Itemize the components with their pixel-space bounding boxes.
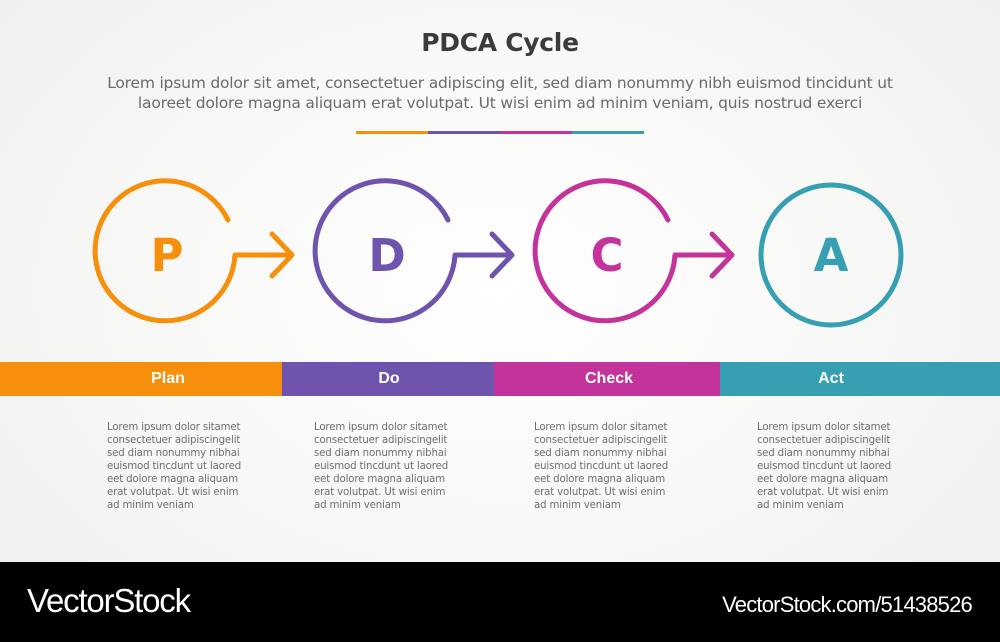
open-circle-arrow-icon [532,178,735,324]
description-act: Lorem ipsum dolor sitamet consectetuer a… [757,421,917,512]
page-title: PDCA Cycle [421,28,579,57]
stage-letter: C [590,229,623,282]
stage-circle-act: A [758,182,904,328]
watermark-footer: VectorStock VectorStock.com/51438526 [0,562,1000,642]
desc-line: Lorem ipsum dolor sitamet [314,422,448,433]
band-label-check: Check [584,370,634,387]
desc-line: eet dolore magna aliquam [757,474,888,485]
desc-line: euismod tincdunt ut laored [534,461,669,472]
subtitle-line-2: laoreet dolore magna aliquam erat volutp… [137,94,863,112]
desc-line: eet dolore magna aliquam [314,474,445,485]
watermark-reference: VectorStock.com/51438526 [722,592,973,617]
desc-line: consectetuer adipiscingelit [534,435,668,446]
desc-line: eet dolore magna aliquam [107,474,238,485]
desc-line: sed diam nonummy nibhai [757,448,890,459]
description-do: Lorem ipsum dolor sitamet consectetuer a… [314,421,474,512]
stage-circle-check: C [532,178,735,324]
desc-line: consectetuer adipiscingelit [757,435,891,446]
subtitle-line-1: Lorem ipsum dolor sit amet, consectetuer… [107,74,893,92]
desc-line: sed diam nonummy nibhai [314,448,447,459]
desc-line: ad minim veniam [107,500,194,511]
stage-letter: D [368,229,405,282]
desc-line: ad minim veniam [757,500,844,511]
underline-segment-plan [356,131,428,134]
stage-letter: A [814,229,849,282]
desc-line: erat volutpat. Ut wisi enim [534,487,666,498]
page-subtitle: Lorem ipsum dolor sit amet, consectetuer… [60,73,940,113]
desc-line: sed diam nonummy nibhai [107,448,240,459]
desc-line: erat volutpat. Ut wisi enim [107,487,239,498]
underline-segment-act [572,131,644,134]
desc-line: erat volutpat. Ut wisi enim [314,487,446,498]
desc-line: eet dolore magna aliquam [534,474,665,485]
band-label-act: Act [818,370,844,387]
description-check: Lorem ipsum dolor sitamet consectetuer a… [534,421,694,512]
closed-circle-icon [758,182,904,328]
desc-line: ad minim veniam [314,500,401,511]
pdca-circles-diagram: P D C A [92,178,904,328]
title-color-underline [356,131,644,134]
band-label-plan: Plan [151,370,185,387]
desc-line: erat volutpat. Ut wisi enim [757,487,889,498]
band-plan: Plan [0,362,282,396]
desc-line: euismod tincdunt ut laored [314,461,449,472]
band-act: Act [720,362,1000,396]
stage-circle-do: D [312,178,515,324]
band-label-do: Do [378,370,400,387]
watermark-brand: VectorStock [27,582,191,619]
band-do: Do [282,362,494,396]
band-check: Check [494,362,720,396]
desc-line: euismod tincdunt ut laored [757,461,892,472]
underline-segment-check [500,131,572,134]
open-circle-arrow-icon [312,178,515,324]
desc-line: Lorem ipsum dolor sitamet [534,422,668,433]
description-plan: Lorem ipsum dolor sitamet consectetuer a… [107,421,267,512]
desc-line: euismod tincdunt ut laored [107,461,242,472]
underline-segment-do [428,131,500,134]
desc-line: sed diam nonummy nibhai [534,448,667,459]
open-circle-arrow-icon [92,178,295,324]
desc-line: Lorem ipsum dolor sitamet [757,422,891,433]
desc-line: consectetuer adipiscingelit [107,435,241,446]
desc-line: ad minim veniam [534,500,621,511]
stage-letter: P [151,229,184,282]
stage-circle-plan: P [92,178,295,324]
desc-line: Lorem ipsum dolor sitamet [107,422,241,433]
desc-line: consectetuer adipiscingelit [314,435,448,446]
